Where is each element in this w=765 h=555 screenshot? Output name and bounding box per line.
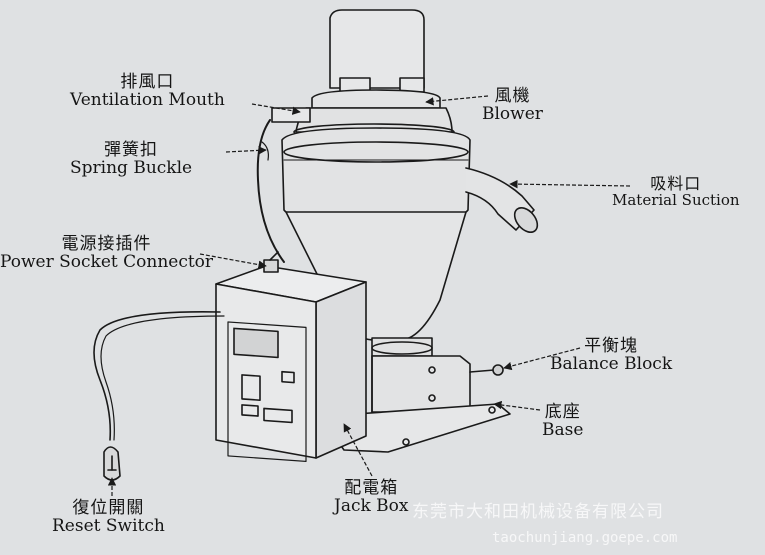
spring-buckle-hose (256, 119, 285, 263)
watermark-url: taochunjiang.goepe.com (492, 530, 678, 546)
base-cn: 底座 (544, 402, 581, 422)
leader-socket (199, 253, 267, 269)
motor (329, 9, 425, 93)
leader-blower (425, 95, 489, 106)
reset-switch-part (103, 446, 121, 481)
leader-suction (509, 179, 631, 189)
material-suction-cn: 吸料口 (650, 174, 702, 193)
reset-switch-en: Reset Switch (52, 515, 165, 536)
material-suction-en: Material Suction (612, 190, 740, 209)
blower-cn: 風機 (494, 86, 531, 106)
jack-box-en: Jack Box (334, 495, 409, 516)
ventilation-mouth-en: Ventilation Mouth (70, 89, 225, 110)
balance-block-en: Balance Block (550, 353, 673, 374)
balance-block-cn: 平衡塊 (584, 336, 639, 356)
leader-ventilation (251, 103, 301, 115)
base-block (371, 355, 471, 413)
leader-spring (225, 146, 267, 155)
label-spring-buckle: 彈簧扣 Spring Buckle (70, 140, 193, 178)
label-jack-box: 配電箱 Jack Box (334, 478, 409, 516)
power-socket-en: Power Socket Connector (0, 251, 214, 272)
watermark-company: 东莞市大和田机械设备有限公司 (412, 502, 664, 522)
spring-buckle-en: Spring Buckle (70, 157, 193, 178)
base-en: Base (542, 419, 584, 440)
power-socket-part (263, 251, 279, 273)
leader-jack (343, 423, 373, 477)
label-power-socket: 電源接插件 Power Socket Connector (0, 234, 214, 272)
label-ventilation-mouth: 排風口 Ventilation Mouth (70, 72, 225, 110)
label-blower: 風機 Blower (482, 86, 543, 124)
label-reset-switch: 復位開關 Reset Switch (52, 498, 165, 536)
jack-box (215, 265, 367, 462)
spring-buckle-cn: 彈簧扣 (104, 140, 159, 160)
hopper-cylinder (281, 127, 471, 223)
leader-balance (503, 347, 581, 371)
jack-box-cn: 配電箱 (344, 478, 399, 498)
reset-cable (93, 311, 221, 441)
label-balance-block: 平衡塊 Balance Block (550, 336, 673, 374)
power-socket-cn: 電源接插件 (61, 234, 152, 254)
reset-switch-cn: 復位開關 (72, 498, 145, 518)
material-suction-pipe (465, 167, 539, 233)
label-base: 底座 Base (542, 402, 584, 440)
leader-base (493, 400, 541, 411)
balance-block-part (469, 364, 504, 376)
ventilation-mouth-cn: 排風口 (120, 72, 175, 92)
label-material-suction: 吸料口 Material Suction (612, 174, 740, 209)
blower-en: Blower (482, 103, 543, 124)
